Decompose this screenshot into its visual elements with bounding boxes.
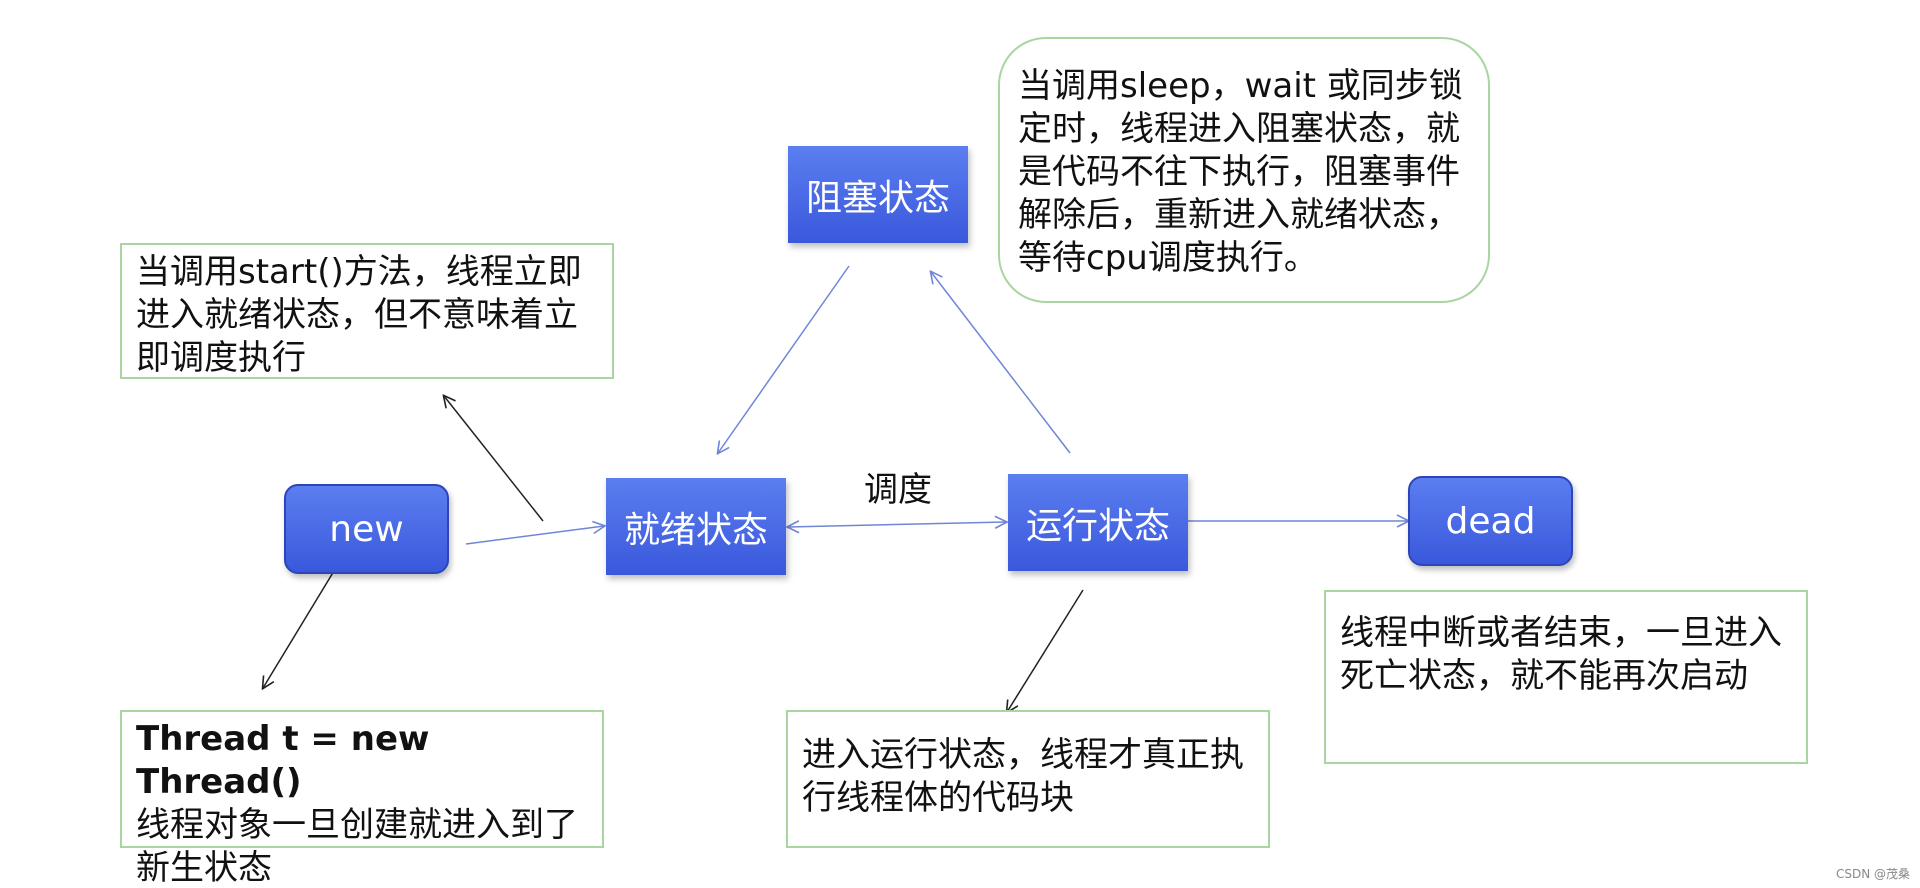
note-dead-text: 线程中断或者结束，一旦进入死亡状态，就不能再次启动 bbox=[1340, 613, 1782, 696]
state-running: 运行状态 bbox=[1008, 474, 1188, 571]
state-dead-label: dead bbox=[1445, 500, 1536, 542]
note-new-code: Thread t = new Thread() bbox=[136, 719, 430, 802]
pointer-to-start-note bbox=[444, 396, 544, 522]
note-start: 当调用start()方法，线程立即进入就绪状态，但不意味着立即调度执行 bbox=[120, 243, 614, 379]
state-blocked-label: 阻塞状态 bbox=[805, 177, 950, 219]
arrow-blocked-to-ready bbox=[718, 265, 850, 453]
state-ready: 就绪状态 bbox=[606, 478, 786, 575]
note-dead: 线程中断或者结束，一旦进入死亡状态，就不能再次启动 bbox=[1324, 590, 1808, 764]
arrow-ready-running bbox=[788, 522, 1006, 527]
pointer-running-to-note bbox=[1007, 589, 1084, 712]
state-new-label: new bbox=[329, 508, 404, 550]
note-new-text: 线程对象一旦创建就进入到了新生状态 bbox=[136, 805, 578, 888]
arrow-new-to-ready bbox=[465, 526, 604, 545]
state-running-label: 运行状态 bbox=[1025, 505, 1170, 547]
arrow-running-to-blocked bbox=[931, 272, 1071, 454]
note-running: 进入运行状态，线程才真正执行线程体的代码块 bbox=[786, 710, 1270, 848]
note-blocked: 当调用sleep，wait 或同步锁定时，线程进入阻塞状态，就是代码不往下执行，… bbox=[998, 37, 1490, 303]
note-new: Thread t = new Thread() 线程对象一旦创建就进入到了新生状… bbox=[120, 710, 604, 888]
note-start-text: 当调用start()方法，线程立即进入就绪状态，但不意味着立即调度执行 bbox=[136, 252, 582, 378]
state-new: new bbox=[284, 484, 449, 574]
watermark: CSDN @茂桑 bbox=[1835, 867, 1910, 881]
note-blocked-text: 当调用sleep，wait 或同步锁定时，线程进入阻塞状态，就是代码不往下执行，… bbox=[1018, 66, 1463, 278]
state-blocked: 阻塞状态 bbox=[788, 146, 968, 243]
edge-label-schedule: 调度 bbox=[864, 470, 932, 510]
state-dead: dead bbox=[1408, 476, 1573, 566]
note-running-text: 进入运行状态，线程才真正执行线程体的代码块 bbox=[802, 735, 1244, 818]
state-ready-label: 就绪状态 bbox=[623, 509, 768, 551]
pointer-new-to-note bbox=[263, 565, 338, 688]
